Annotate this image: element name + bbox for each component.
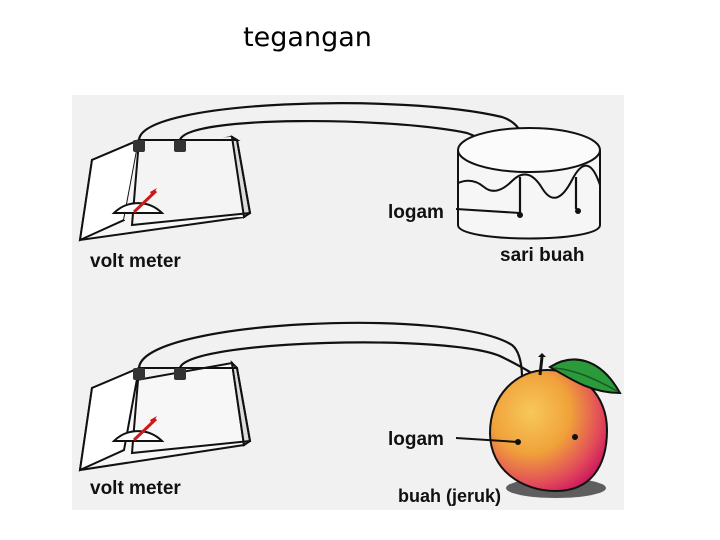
terminal-bottom-left <box>133 368 145 380</box>
diagram-panel: volt meter logam sari buah <box>72 95 624 510</box>
fruit-label: buah (jeruk) <box>398 486 501 506</box>
voltage-diagram: volt meter logam sari buah <box>72 95 624 510</box>
slide-title: tegangan <box>0 22 615 53</box>
voltmeter-top <box>80 137 250 240</box>
container-label: sari buah <box>500 245 584 266</box>
terminal-top-left <box>133 140 145 152</box>
juice-container <box>458 128 600 239</box>
voltmeter-label-bottom: volt meter <box>90 478 181 499</box>
orange-fruit <box>490 353 620 498</box>
terminal-top-right <box>174 140 186 152</box>
probe-label-bottom: logam <box>388 429 444 450</box>
voltmeter-label-top: volt meter <box>90 251 181 272</box>
terminal-bottom-right <box>174 368 186 380</box>
voltmeter-bottom <box>80 363 250 470</box>
probe-tip-top-2 <box>575 208 581 214</box>
probe-tip-bottom-2 <box>572 434 578 440</box>
probe-label-top: logam <box>388 202 444 223</box>
